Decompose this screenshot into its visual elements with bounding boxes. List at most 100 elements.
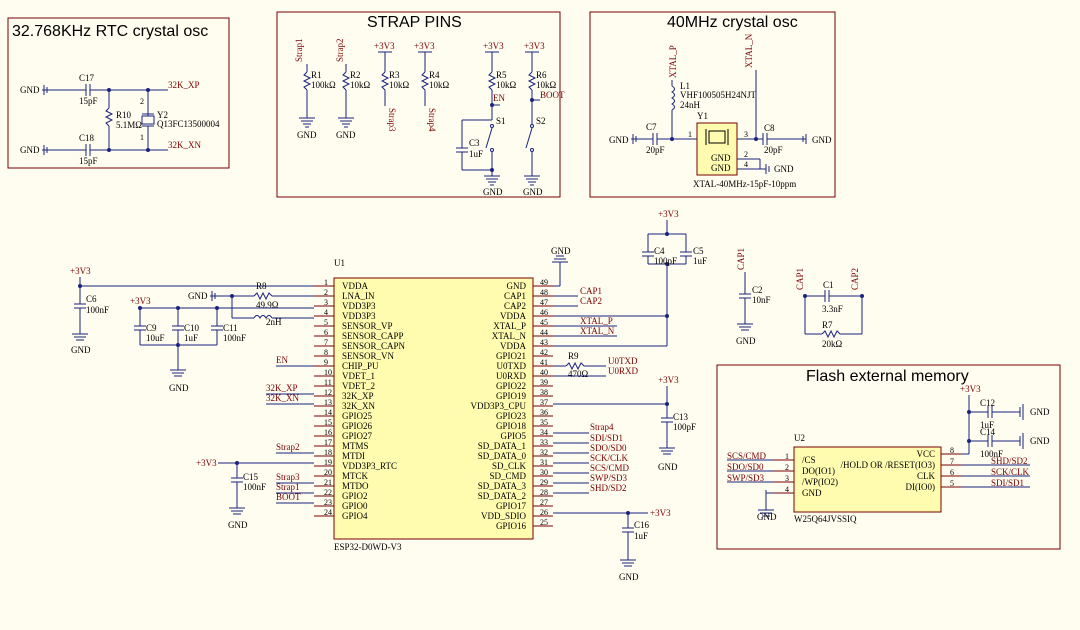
u1-pin-number: 43 bbox=[540, 338, 548, 347]
r10-ref: R10 bbox=[116, 110, 132, 120]
u1-pin-name: GPIO25 bbox=[342, 411, 373, 421]
rtc-circuit: GND C17 15pF GND C18 15pF R10 5.1MΩ 2 1 … bbox=[20, 73, 220, 166]
u2-ref: U2 bbox=[794, 433, 805, 443]
u1-pin-number: 36 bbox=[540, 408, 548, 417]
r1-ref: R1 bbox=[311, 70, 322, 80]
net-cap1: CAP1 bbox=[736, 248, 746, 270]
c3-value: 1uF bbox=[469, 149, 483, 159]
v33-label: +3V3 bbox=[960, 384, 981, 394]
r6-ref: R6 bbox=[536, 70, 547, 80]
u1-pin-name: SD_CLK bbox=[492, 461, 527, 471]
net-xtal-p: XTAL_P bbox=[668, 45, 678, 78]
c9-ref: C9 bbox=[146, 323, 157, 333]
u2-pin: 3/WP(IO2)SWP/SD3 bbox=[727, 473, 838, 487]
u1-pin-number: 37 bbox=[540, 398, 548, 407]
u2-pin-name: DI(IO0) bbox=[906, 482, 936, 492]
u2-net-label: SWP/SD3 bbox=[727, 473, 765, 483]
y2-ref: Y2 bbox=[157, 110, 168, 120]
net-cap2: CAP2 bbox=[850, 268, 860, 290]
net-xtal-p: XTAL_P bbox=[580, 316, 613, 326]
net-xtal-n: XTAL_N bbox=[744, 33, 754, 68]
net-strap1: Strap1 bbox=[294, 39, 304, 63]
s2-ref: S2 bbox=[536, 116, 546, 126]
net-32k-xp: 32K_XP bbox=[168, 80, 200, 90]
u1-pin-number: 45 bbox=[540, 318, 548, 327]
u1-part: ESP32-D0WD-V3 bbox=[334, 542, 402, 552]
u1-pin-number: 8 bbox=[324, 348, 328, 357]
u1-pin-number: 22 bbox=[324, 488, 332, 497]
cap-network: CAP1 C2 10nF GND CAP1 CAP2 C1 3.3nF R7 2… bbox=[736, 248, 864, 349]
y1-ref: Y1 bbox=[697, 111, 708, 121]
u1-pin-name: GPIO5 bbox=[500, 431, 526, 441]
gnd-label: GND bbox=[297, 130, 317, 140]
c8-value: 20pF bbox=[764, 145, 783, 155]
y1-pin4: 4 bbox=[744, 160, 748, 169]
u1-pin-number: 40 bbox=[540, 368, 548, 377]
u2-pin-number: 6 bbox=[950, 468, 954, 477]
u1-pin-number: 26 bbox=[540, 508, 548, 517]
u2-pin-name: /WP(IO2) bbox=[802, 477, 838, 487]
u1-pin-name: VDD_SDIO bbox=[481, 511, 527, 521]
u1-left-wiring: +3V3 C6 100nF GND GND R8 49.9Ω 2nH +3V3 … bbox=[70, 266, 314, 530]
r7-value: 20kΩ bbox=[822, 339, 843, 349]
u1-pin-number: 39 bbox=[540, 378, 548, 387]
net-boot: BOOT bbox=[276, 492, 301, 502]
gnd-label: GND bbox=[619, 572, 639, 582]
u1-pin-name: GPIO2 bbox=[342, 491, 368, 501]
gnd-label: GND bbox=[1030, 407, 1050, 417]
u1-pin-number: 10 bbox=[324, 368, 332, 377]
gnd-label: GND bbox=[188, 291, 208, 301]
net-sdo: SDO/SD0 bbox=[590, 443, 627, 453]
u1-pin-name: 32K_XN bbox=[342, 401, 375, 411]
u1-pin-name: SENSOR_CAPN bbox=[342, 341, 406, 351]
gnd-label: GND bbox=[736, 336, 756, 346]
u1-pin-number: 31 bbox=[540, 458, 548, 467]
u1-pin-name: VDD3P3 bbox=[342, 311, 376, 321]
u1-pin-name: GPIO21 bbox=[496, 351, 526, 361]
v33-label: +3V3 bbox=[414, 41, 435, 51]
u1-pin-name: SD_DATA_0 bbox=[478, 451, 527, 461]
u1-pin: 7 SENSOR_CAPN bbox=[314, 338, 406, 351]
u1-pin-name: SENSOR_CAPP bbox=[342, 331, 404, 341]
c11-value: 100nF bbox=[223, 333, 246, 343]
c14-ref: C14 bbox=[980, 427, 996, 437]
c14-value: 100nF bbox=[980, 449, 1003, 459]
u2-net-label: SHD/SD2 bbox=[991, 456, 1028, 466]
gnd-label: GND bbox=[483, 187, 503, 197]
y2-part: Q13FC13500004 bbox=[157, 119, 220, 129]
c15-ref: C15 bbox=[243, 472, 259, 482]
u1-pin-name: SENSOR_VP bbox=[342, 321, 393, 331]
xtal40-circuit: XTAL_P L1 VHF100505H24NJT 24nH XTAL_N GN… bbox=[609, 33, 832, 189]
u1-pin-name: VDDA bbox=[500, 341, 526, 351]
v33-label: +3V3 bbox=[196, 458, 217, 468]
xtal-section-frame bbox=[589, 11, 836, 198]
r3-value: 10kΩ bbox=[389, 80, 410, 90]
gnd-label: GND bbox=[336, 130, 356, 140]
u1-pin-number: 44 bbox=[540, 328, 548, 337]
v33-label: +3V3 bbox=[658, 209, 679, 219]
strap-section-title: STRAP PINS bbox=[367, 14, 462, 31]
gnd-label: GND bbox=[658, 462, 678, 472]
u2-pin-number: 4 bbox=[785, 485, 789, 494]
u1-pin-number: 7 bbox=[324, 338, 328, 347]
u1-pin-number: 47 bbox=[540, 298, 548, 307]
net-strap2: Strap2 bbox=[335, 39, 345, 63]
u2-pin-number: 5 bbox=[950, 479, 954, 488]
net-strap1: Strap1 bbox=[276, 482, 300, 492]
gnd-label: GND bbox=[71, 345, 91, 355]
